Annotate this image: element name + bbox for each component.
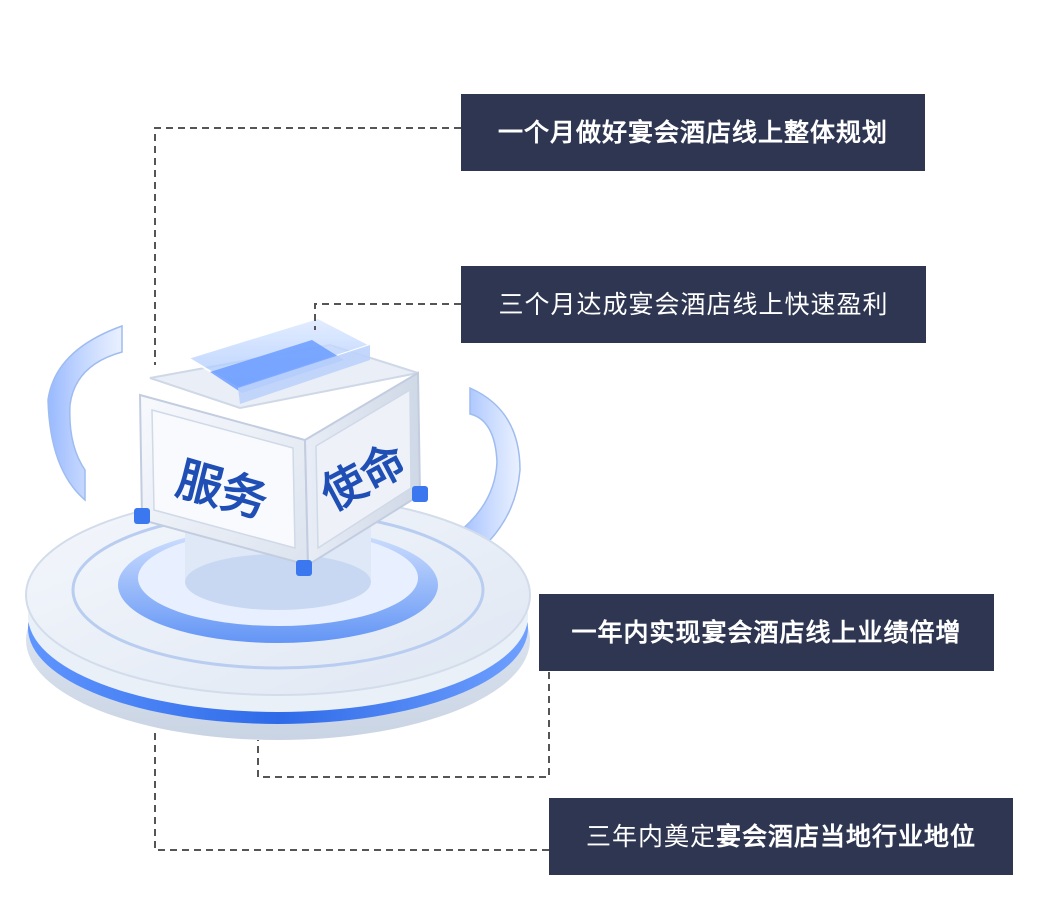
goal-label-three-years: 三年内奠定宴会酒店当地行业地位 xyxy=(549,798,1013,875)
goal-lead: 一个月做好 xyxy=(498,120,628,145)
goal-label-one-month: 一个月做好宴会酒店线上整体规划 xyxy=(461,94,925,171)
goal-label-three-months: 三个月达成宴会酒店线上快速盈利 xyxy=(461,266,926,343)
goal-label-one-year: 一年内实现宴会酒店线上业绩倍增 xyxy=(539,594,994,671)
goal-rest: 宴会酒店当地行业地位 xyxy=(716,824,976,849)
goal-lead: 一年内实现 xyxy=(571,620,701,645)
goal-rest: 宴会酒店线上整体规划 xyxy=(628,120,888,145)
goal-rest: 宴会酒店线上快速盈利 xyxy=(629,292,889,317)
goal-lead: 三个月达成 xyxy=(498,292,628,317)
goal-rest: 宴会酒店线上业绩倍增 xyxy=(702,620,962,645)
goal-lead: 三年内奠定 xyxy=(586,824,716,849)
